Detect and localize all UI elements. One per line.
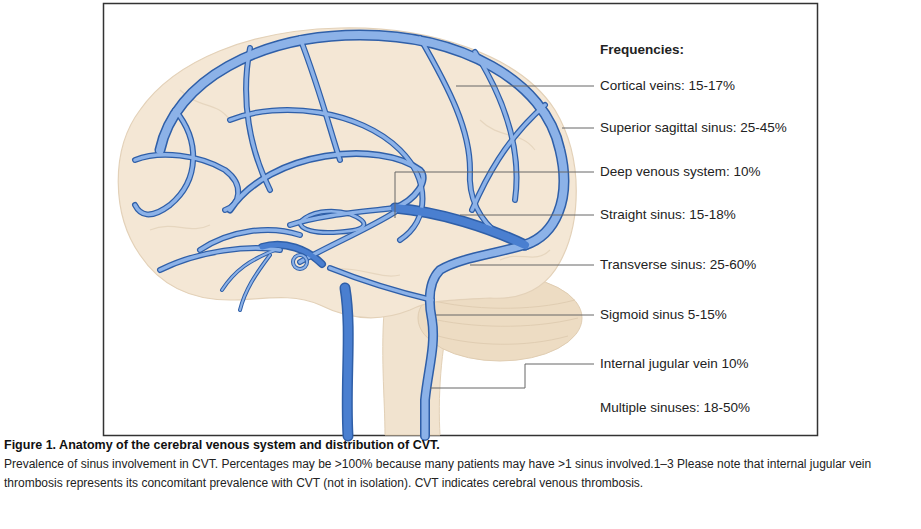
frequency-label: Deep venous system: 10% [600, 164, 761, 180]
frequency-label: Superior sagittal sinus: 25-45% [600, 120, 787, 136]
frequency-label: Sigmoid sinus 5-15% [600, 307, 727, 323]
frequency-label: Cortical veins: 15-17% [600, 78, 735, 94]
cerebrum [118, 28, 576, 318]
gyri [150, 90, 550, 276]
frequency-label: Internal jugular vein 10% [600, 356, 749, 372]
figure-frame [104, 4, 818, 436]
figure-caption: Prevalence of sinus involvement in CVT. … [4, 455, 917, 492]
deep-veins-dark [262, 208, 525, 436]
frequency-label: Straight sinus: 15-18% [600, 207, 736, 223]
legend-heading: Frequencies: [600, 42, 684, 58]
frequency-label: Multiple sinuses: 18-50% [600, 400, 750, 416]
vein-outlines [135, 35, 564, 436]
figure-title: Figure 1. Anatomy of the cerebral venous… [4, 438, 440, 453]
leader-lines [395, 86, 594, 388]
frequency-label: Transverse sinus: 25-60% [600, 257, 756, 273]
venous-ring [293, 255, 307, 269]
venous-ring-fill [293, 255, 307, 269]
cerebellum-folia [428, 300, 578, 344]
veins [135, 35, 564, 436]
